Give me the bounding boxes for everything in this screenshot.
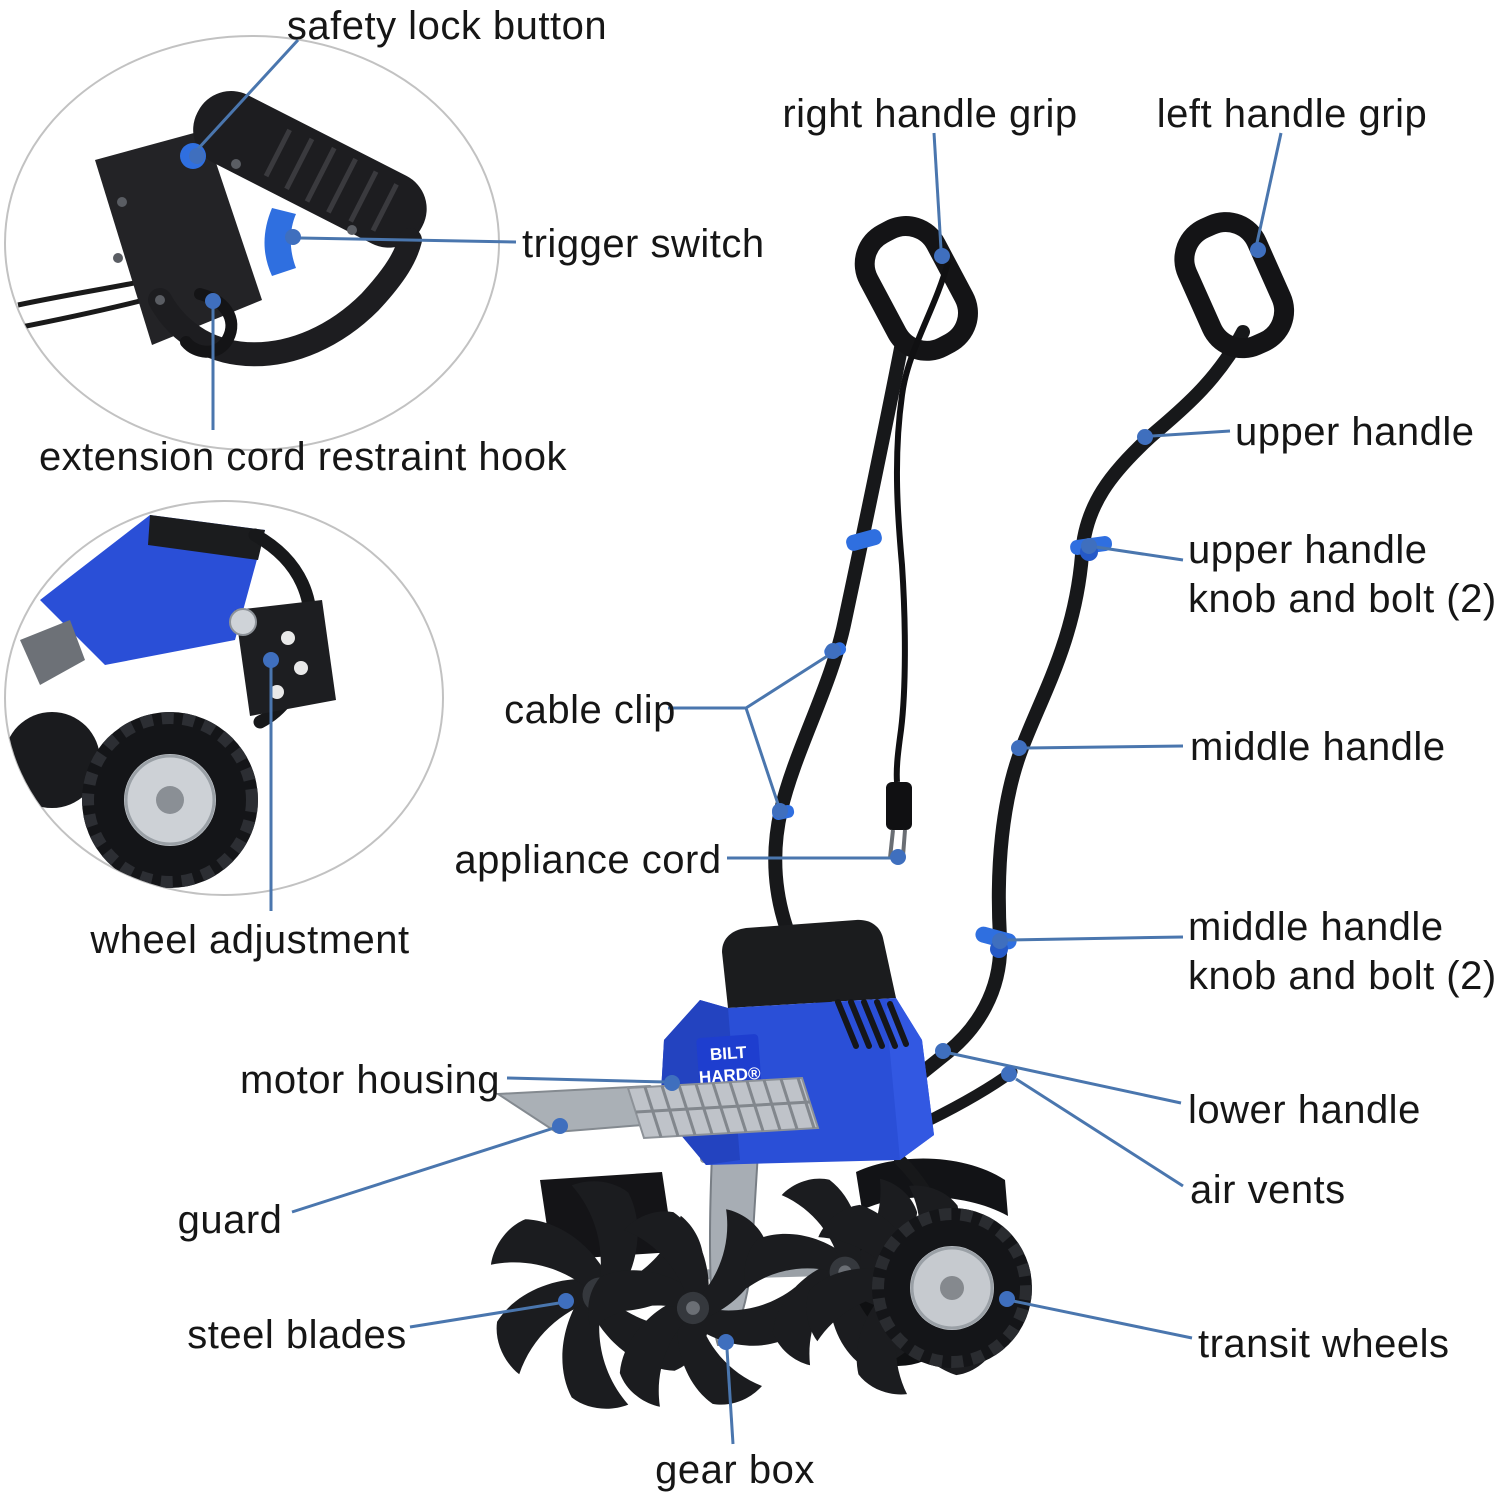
label-guard: guard <box>177 1198 283 1242</box>
left-handle-grip-shape <box>1174 212 1295 359</box>
label-steel-blades: steel blades <box>187 1313 407 1357</box>
label-extension-cord-restraint-hook: extension cord restraint hook <box>38 435 568 479</box>
motor-housing-shape: BILT HARD® <box>626 919 934 1165</box>
callout-dot-extension-cord-hook <box>205 293 221 309</box>
leader-steel-blades <box>409 1301 560 1329</box>
lower-handle-support <box>924 1066 1018 1126</box>
right-handle-grip-shape <box>854 216 978 361</box>
leader-cable-clip <box>668 653 830 805</box>
label-trigger-switch: trigger switch <box>522 222 765 266</box>
label-air-vents: air vents <box>1190 1168 1346 1212</box>
label-motor-housing: motor housing <box>240 1058 500 1102</box>
label-upper-handle-knob-and-bolt: upper handle knob and bolt (2) <box>1188 528 1497 621</box>
callout-dot-guard <box>552 1118 568 1134</box>
trigger-switch-shape <box>264 208 296 276</box>
transit-wheel-shape <box>872 1208 1032 1368</box>
handle-screws <box>113 159 357 305</box>
brand-line1: BILT <box>709 1043 747 1065</box>
handle-inset-illustration <box>15 91 427 367</box>
right-tube-cable-clip <box>846 529 882 551</box>
leader-safety-lock-button <box>195 38 300 152</box>
handle-body <box>95 130 262 345</box>
callout-dot-safety-lock-button <box>189 148 205 164</box>
callout-dot-cable-clip-lower <box>772 803 788 819</box>
callout-dot-right-handle-grip <box>934 248 950 264</box>
label-upper-handle: upper handle <box>1235 410 1475 454</box>
air-vents-shape <box>835 999 909 1049</box>
leader-motor-housing <box>506 1076 667 1084</box>
callout-dot-appliance-cord <box>890 849 906 865</box>
callout-dot-upper-handle <box>1137 429 1153 445</box>
callout-dot-wheel-adjustment <box>263 652 279 668</box>
leader-transit-wheels <box>1012 1299 1193 1340</box>
leader-lower-handle <box>948 1051 1182 1105</box>
label-cable-clip: cable clip <box>504 688 676 732</box>
callout-dot-middle-handle <box>1011 740 1027 756</box>
leader-right-handle-grip <box>932 132 943 250</box>
callout-dot-transit-wheels <box>999 1291 1015 1307</box>
leader-trigger-switch <box>299 236 517 244</box>
leader-middle-handle-knob <box>1006 935 1184 942</box>
label-gear-box: gear box <box>655 1448 815 1492</box>
label-transit-wheels: transit wheels <box>1198 1322 1450 1366</box>
callout-dot-gear-box <box>718 1334 734 1350</box>
wheel-inset-illustration <box>5 515 336 888</box>
callout-dot-steel-blades <box>558 1293 574 1309</box>
label-middle-handle: middle handle <box>1190 725 1446 769</box>
cord-plug <box>886 782 912 830</box>
top-grip <box>193 91 427 248</box>
label-left-handle-grip: left handle grip <box>1156 92 1428 136</box>
callout-dot-motor-housing <box>664 1075 680 1091</box>
leader-gear-box <box>725 1348 735 1445</box>
label-lower-handle: lower handle <box>1188 1088 1421 1132</box>
leader-left-handle-grip <box>1255 132 1283 244</box>
callout-dot-air-vents <box>1001 1066 1017 1082</box>
leader-middle-handle <box>1025 744 1184 750</box>
tiller-machine: BILT HARD® <box>440 212 1295 1476</box>
adjustment-wheel <box>82 712 258 888</box>
callout-dot-left-handle-grip <box>1250 242 1266 258</box>
front-grille <box>626 1076 820 1140</box>
label-wheel-adjustment: wheel adjustment <box>90 918 410 962</box>
wheel-inset <box>4 500 444 896</box>
callout-dot-lower-handle <box>935 1043 951 1059</box>
wheel-adjustment-bracket <box>235 600 336 716</box>
leader-lines <box>189 38 1283 1445</box>
right-fender <box>856 1158 1008 1216</box>
leader-guard <box>291 1126 555 1214</box>
trigger-guard <box>148 228 422 367</box>
leader-air-vents <box>1015 1077 1184 1188</box>
callout-dot-middle-handle-knob <box>992 933 1008 949</box>
label-right-handle-grip: right handle grip <box>782 92 1078 136</box>
label-safety-lock-button: safety lock button <box>286 4 608 48</box>
leader-upper-handle <box>1151 429 1231 438</box>
label-appliance-cord: appliance cord <box>454 838 722 882</box>
right-handle-tube <box>768 331 910 1029</box>
label-middle-handle-knob-and-bolt: middle handle knob and bolt (2) <box>1188 905 1497 998</box>
handle-inset <box>4 35 500 451</box>
leader-upper-handle-knob <box>1095 545 1184 562</box>
callout-dot-cable-clip-upper <box>825 643 841 659</box>
appliance-cord-shape <box>893 261 951 783</box>
callout-dot-upper-handle-knob <box>1081 538 1097 554</box>
callout-dot-trigger-switch <box>285 229 301 245</box>
